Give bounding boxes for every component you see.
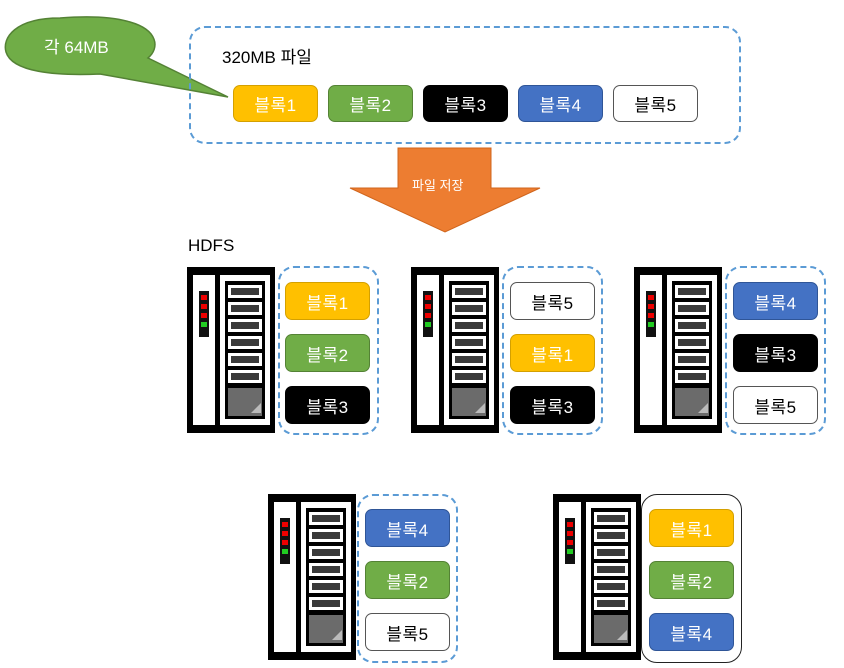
file-block-5: 블록5 bbox=[613, 85, 698, 122]
node-4-block-3: 블록5 bbox=[365, 613, 450, 651]
node-4-block-2: 블록2 bbox=[365, 561, 450, 599]
server-1-icon bbox=[187, 267, 275, 433]
node-5-block-2: 블록2 bbox=[649, 561, 734, 599]
node-3-container bbox=[725, 266, 826, 435]
arrow-label: 파일 저장 bbox=[412, 178, 464, 193]
file-block-2: 블록2 bbox=[328, 85, 413, 122]
node-1-block-1: 블록1 bbox=[285, 282, 370, 320]
node-2-block-3: 블록3 bbox=[510, 386, 595, 424]
node-2-container bbox=[502, 266, 603, 435]
node-1-block-2: 블록2 bbox=[285, 334, 370, 372]
node-5-block-3: 블록4 bbox=[649, 613, 734, 651]
node-5-block-1: 블록1 bbox=[649, 509, 734, 547]
node-1-block-3: 블록3 bbox=[285, 386, 370, 424]
hdfs-label: HDFS bbox=[188, 236, 235, 255]
node-3-block-1: 블록4 bbox=[733, 282, 818, 320]
server-5-icon bbox=[553, 494, 641, 660]
node-4-block-1: 블록4 bbox=[365, 509, 450, 547]
file-block-4: 블록4 bbox=[518, 85, 603, 122]
node-2-block-2: 블록1 bbox=[510, 334, 595, 372]
callout-text: 각 64MB bbox=[44, 38, 109, 57]
file-container bbox=[189, 26, 741, 144]
node-5-container bbox=[641, 494, 742, 663]
file-block-3: 블록3 bbox=[423, 85, 508, 122]
node-3-block-3: 블록5 bbox=[733, 386, 818, 424]
file-title: 320MB 파일 bbox=[222, 48, 312, 67]
node-3-block-2: 블록3 bbox=[733, 334, 818, 372]
node-1-container bbox=[278, 266, 379, 435]
server-4-icon bbox=[268, 494, 356, 660]
server-2-icon bbox=[411, 267, 499, 433]
node-2-block-1: 블록5 bbox=[510, 282, 595, 320]
file-block-1: 블록1 bbox=[233, 85, 318, 122]
node-4-container bbox=[357, 494, 458, 663]
server-3-icon bbox=[634, 267, 722, 433]
